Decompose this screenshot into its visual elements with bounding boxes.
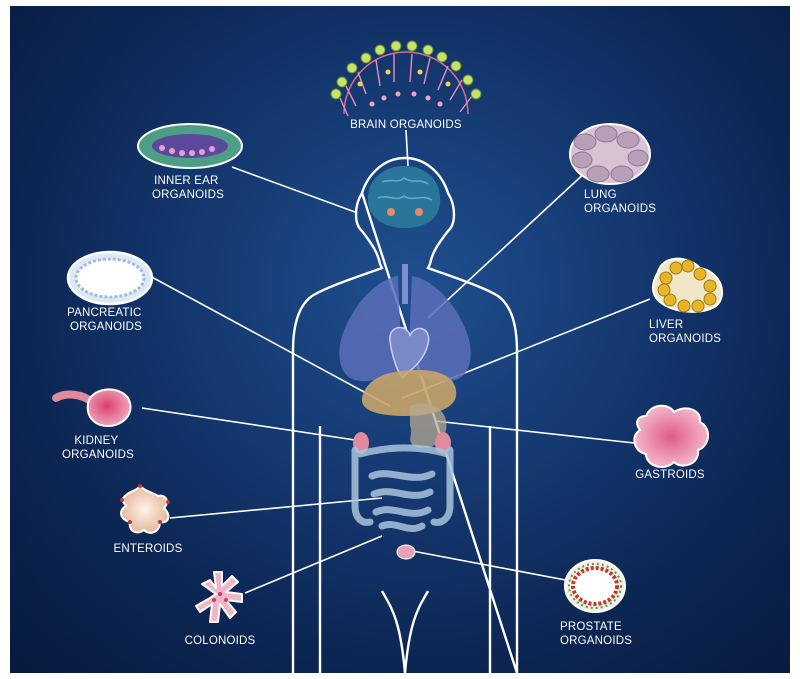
lung-organoid-icon: [569, 123, 651, 185]
brain-organ: [367, 166, 441, 228]
label-inner-ear-organoids: INNER EAR ORGANOIDS: [152, 175, 224, 201]
human-body: [291, 156, 519, 673]
connector-gastroids: [434, 420, 635, 444]
connector-brain: [405, 129, 409, 167]
label-brain-organoids: BRAIN ORGANOIDS: [350, 119, 462, 131]
label-gastroids: GASTROIDS: [635, 469, 705, 481]
inner-ear-organoid-icon: [137, 123, 243, 169]
label-enteroids: ENTEROIDS: [114, 543, 183, 555]
enteroids-icon: [120, 484, 170, 534]
colonoids-icon: [195, 571, 243, 623]
intestines-organ: [351, 444, 454, 533]
label-liver-organoids: LIVER ORGANOIDS: [649, 319, 721, 345]
connector-kidney: [141, 407, 356, 441]
connector-prostate: [406, 549, 577, 583]
label-pancreatic-organoids: PANCREATIC ORGANOIDS: [67, 307, 145, 333]
label-lung-organoids: LUNG ORGANOIDS: [584, 189, 656, 215]
liver-organoid-icon: [652, 257, 724, 313]
label-colonoids: COLONOIDS: [185, 635, 256, 647]
diagram-canvas: BRAIN ORGANOIDS INNER EAR ORGANOIDS LUNG…: [52, 40, 724, 673]
connector-lung: [427, 169, 589, 319]
label-prostate-organoids: PROSTATE ORGANOIDS: [560, 621, 632, 647]
bladder-organ: [396, 544, 416, 560]
organoid-diagram: BRAIN ORGANOIDS INNER EAR ORGANOIDS LUNG…: [10, 6, 790, 673]
body-outline: [291, 156, 519, 673]
liver-organ: [361, 370, 457, 416]
prostate-organoid-icon: [564, 559, 626, 613]
gastroids-icon: [633, 404, 709, 469]
connector-inner-ear: [231, 166, 356, 213]
brain-organoid-petals: [330, 40, 482, 117]
connector-lines: [141, 129, 651, 594]
label-kidney-organoids: KIDNEY ORGANOIDS: [62, 435, 134, 461]
heart-organ: [389, 326, 430, 380]
pancreatic-organoid-icon: [66, 250, 154, 306]
kidney-organoid-icon: [52, 388, 132, 428]
connector-colonoids: [244, 535, 383, 594]
connector-enteroids: [169, 497, 383, 519]
connector-pancreatic: [147, 274, 391, 407]
brain-organoid-icon: [330, 40, 482, 117]
